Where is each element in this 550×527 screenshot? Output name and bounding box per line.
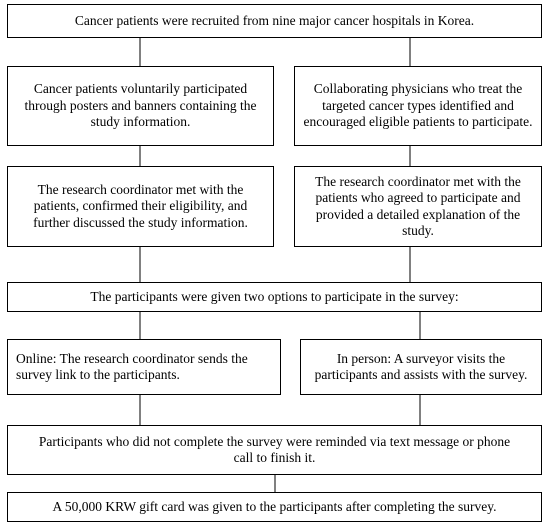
step-coordinator-explanation-text: The research coordinator met with the pa… [315,173,521,238]
step-coordinator-explanation: The research coordinator met with the pa… [294,166,542,247]
step-voluntary-participation-text: Cancer patients voluntarily participated… [24,81,257,130]
step-online-option: Online: The research coordinator sends t… [7,339,281,395]
step-recruitment-hospitals: Cancer patients were recruited from nine… [7,4,542,38]
step-physician-referral: Collaborating physicians who treat the t… [294,66,542,146]
step-in-person-option: In person: A surveyor visits the partici… [300,339,542,395]
step-survey-reminder-text: Participants who did not complete the su… [38,433,511,465]
step-gift-card: A 50,000 KRW gift card was given to the … [7,492,542,522]
step-coordinator-eligibility-text: The research coordinator met with the pa… [33,181,248,230]
step-in-person-option-text: In person: A surveyor visits the partici… [314,350,528,382]
step-coordinator-eligibility: The research coordinator met with the pa… [7,166,274,247]
step-survey-options: The participants were given two options … [7,282,542,312]
step-survey-options-text: The participants were given two options … [90,288,459,304]
step-voluntary-participation: Cancer patients voluntarily participated… [7,66,274,146]
step-online-option-text: Online: The research coordinator sends t… [16,350,248,382]
step-gift-card-text: A 50,000 KRW gift card was given to the … [52,498,497,514]
step-physician-referral-text: Collaborating physicians who treat the t… [303,81,533,130]
step-survey-reminder: Participants who did not complete the su… [7,425,542,475]
step-recruitment-hospitals-text: Cancer patients were recruited from nine… [74,12,475,28]
